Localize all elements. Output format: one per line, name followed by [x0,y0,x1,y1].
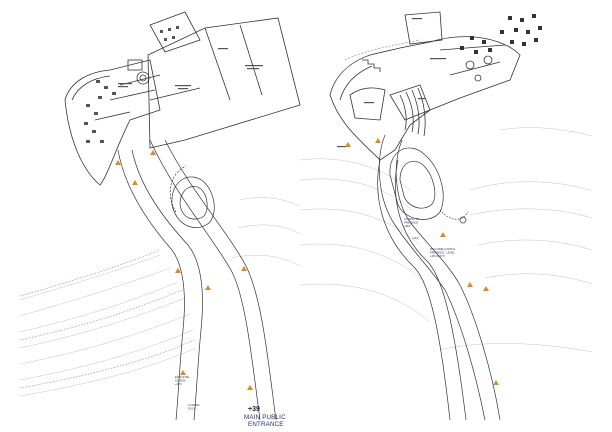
right-building [329,11,521,161]
right-direction-arrows [345,138,499,385]
arrow-icon [205,285,211,290]
arrow-icon [115,160,121,165]
arrow-icon [150,150,156,155]
left-direction-arrows [115,150,253,390]
employee-access-label-3: +35.5 [175,382,182,386]
arrow-icon [241,266,247,271]
arrow-icon [483,286,489,291]
arrow-icon [180,370,186,375]
left-topo-contours [19,197,301,397]
left-plan: EMPLOYEE ACCESS +35.5 LOADING DOCK +39 M… [19,11,301,428]
arrow-icon [493,380,499,385]
left-room-labels [118,48,263,90]
arrow-icon [247,385,253,390]
arrow-icon [375,138,381,143]
loading-dock-label-1: LOADING [188,403,200,407]
elevation-marker: +39 [248,406,260,413]
right-outdoor-tables [460,14,542,54]
right-access-road [377,134,501,421]
arrow-icon [175,268,181,273]
right-topo-contours [299,127,593,353]
left-building [64,11,301,186]
left-red-contours [19,249,196,389]
left-loop-feature [170,165,215,228]
right-room-labels [337,18,446,148]
main-entrance-label-2: ENTRANCE [248,421,284,428]
access-presence-label-1: ACCESS TO [404,217,419,221]
welcome-label-3: +38.0 (EXIT) [430,254,445,258]
loading-dock-label-2: DOCK [188,407,196,411]
welcome-label-2: PRESENCE - LEVEL [430,251,455,255]
left-furniture [84,26,179,143]
arrow-icon [440,232,446,237]
welcome-label-1: WELCOME & INITIAL [430,247,456,251]
right-loop-feature [389,147,469,224]
arrow-icon [467,282,473,287]
level-marker: +39.0 [412,236,419,240]
access-presence-label-3: +38.0 [404,224,411,228]
right-footprint-dashed [344,39,421,61]
arrow-icon [132,180,138,185]
access-presence-label-2: PRESENCE [404,221,419,225]
employee-access-label-2: ACCESS [175,379,186,383]
left-access-road [117,139,277,421]
main-entrance-label-1: MAIN PUBLIC [244,414,286,421]
employee-access-label-1: EMPLOYEE [175,375,190,379]
right-plan: ACCESS TO PRESENCE +38.0 WELCOME & INITI… [299,11,593,421]
arrow-icon [345,142,351,147]
